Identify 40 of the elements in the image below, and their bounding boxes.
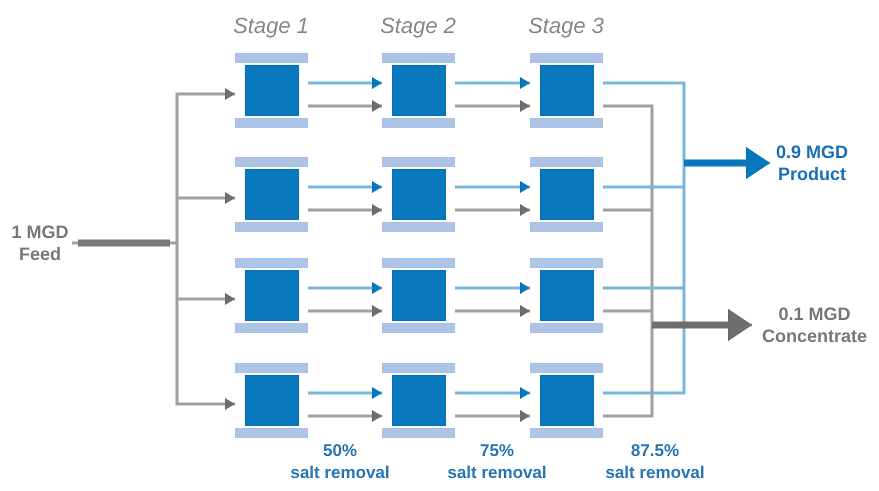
arrow — [455, 387, 530, 399]
membrane-module — [235, 157, 308, 232]
salt-removal-label: 75% — [478, 440, 516, 462]
membrane-module — [235, 258, 308, 333]
membrane-module — [235, 363, 308, 438]
arrow — [308, 204, 382, 216]
membrane-module — [382, 157, 455, 232]
stage-label: Stage 3 — [527, 12, 605, 40]
arrow — [308, 100, 382, 112]
arrow — [308, 181, 382, 193]
arrow — [308, 410, 382, 422]
membrane-module — [382, 258, 455, 333]
salt-removal-label: salt removal — [289, 462, 391, 484]
arrow — [455, 77, 530, 89]
arrow — [308, 305, 382, 317]
arrow — [308, 387, 382, 399]
flow-label: 1 MGD Feed — [8, 221, 72, 265]
membrane-module — [530, 53, 603, 128]
arrow — [455, 100, 530, 112]
salt-removal-label: 50% — [322, 440, 358, 462]
salt-removal-label: salt removal — [604, 462, 706, 484]
arrow — [455, 181, 530, 193]
flow-label: 0.9 MGD Product — [770, 141, 854, 185]
arrow — [455, 410, 530, 422]
membrane-module — [530, 258, 603, 333]
arrow — [308, 77, 382, 89]
arrow — [455, 305, 530, 317]
arrow — [455, 204, 530, 216]
salt-removal-label: salt removal — [446, 462, 548, 484]
salt-removal-label: 87.5% — [630, 440, 680, 462]
membrane-module — [382, 363, 455, 438]
arrow — [455, 282, 530, 294]
arrow — [308, 282, 382, 294]
membrane-module — [530, 157, 603, 232]
stage-label: Stage 1 — [232, 12, 310, 40]
membrane-module — [382, 53, 455, 128]
flow-label: 0.1 MGD Concentrate — [752, 303, 877, 347]
membrane-module — [530, 363, 603, 438]
membrane-module — [235, 53, 308, 128]
stage-label: Stage 2 — [379, 12, 457, 40]
